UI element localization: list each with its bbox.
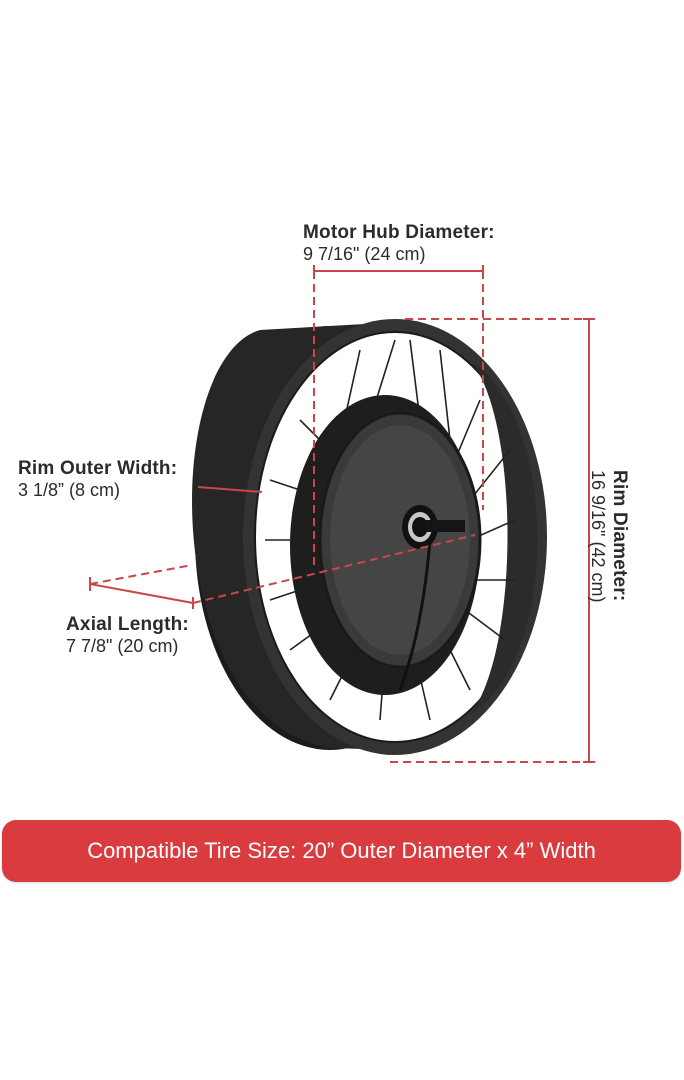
motor-hub-diameter-title: Motor Hub Diameter:	[303, 222, 495, 243]
rim-diameter-title: Rim Diameter:	[609, 470, 630, 602]
dimension-lines	[89, 265, 595, 763]
compatible-tire-size-banner: Compatible Tire Size: 20” Outer Diameter…	[2, 820, 681, 882]
banner-text: Compatible Tire Size: 20” Outer Diameter…	[87, 838, 596, 863]
rim-diameter-value: 16 9/16" (42 cm)	[588, 470, 609, 603]
motor-hub-diameter-value: 9 7/16" (24 cm)	[303, 243, 426, 264]
rim-outer-width-value: 3 1/8” (8 cm)	[18, 479, 121, 500]
rim-outer-width-title: Rim Outer Width:	[18, 458, 178, 479]
motor-hub-diameter-label: Motor Hub Diameter: 9 7/16" (24 cm)	[303, 222, 495, 265]
rim-outer-width-label: Rim Outer Width: 3 1/8” (8 cm)	[18, 458, 177, 501]
axial-length-value: 7 7/8" (20 cm)	[66, 635, 179, 656]
motor-hub	[290, 395, 482, 695]
axial-length-title: Axial Length:	[66, 614, 189, 635]
rim-diameter-label: Rim Diameter: 16 9/16" (42 cm)	[587, 470, 630, 610]
axial-length-label: Axial Length: 7 7/8" (20 cm)	[66, 614, 189, 657]
